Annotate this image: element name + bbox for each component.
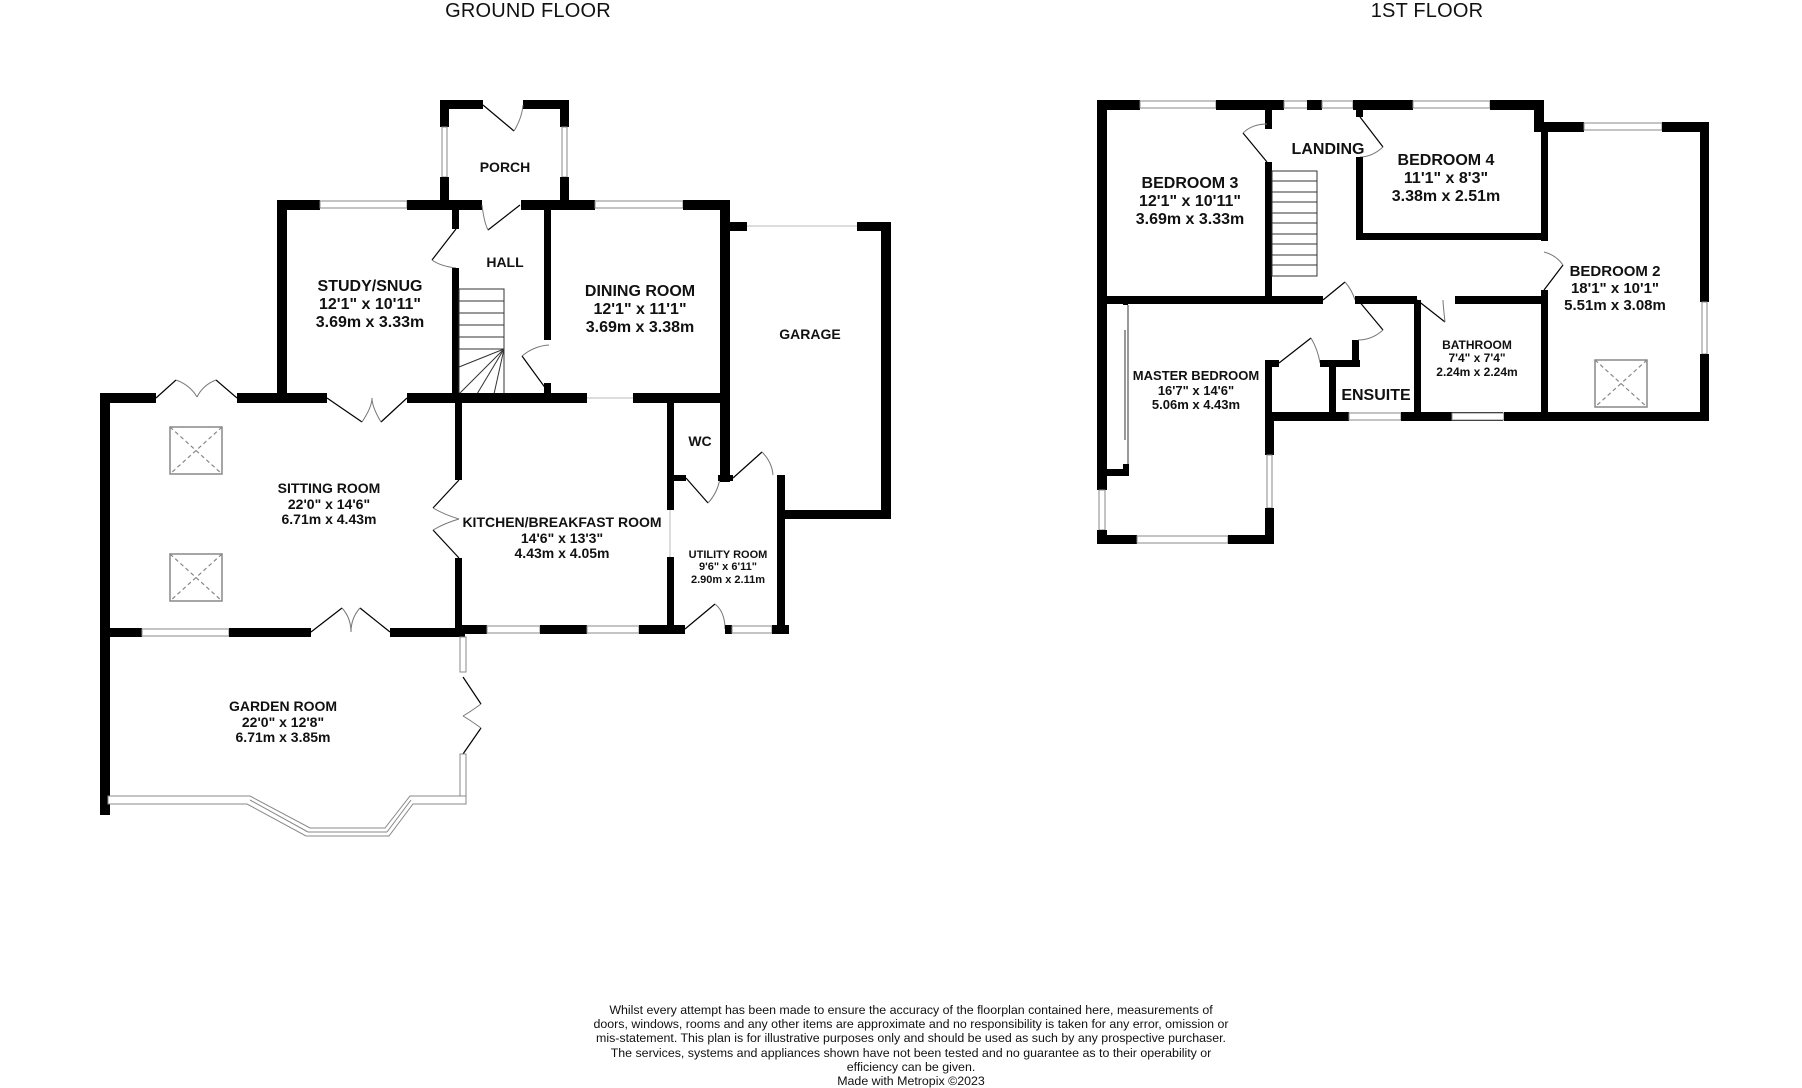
room-utility: UTILITY ROOM 9'6" x 6'11" 2.90m x 2.11m	[689, 549, 768, 586]
room-master-bedroom: MASTER BEDROOM 16'7" x 14'6" 5.06m x 4.4…	[1132, 368, 1260, 413]
room-name: DINING ROOM	[584, 283, 696, 300]
room-kitchen: KITCHEN/BREAKFAST ROOM 14'6" x 13'3" 4.4…	[462, 514, 662, 562]
window-icon	[107, 795, 467, 837]
room-dimensions-metric: 3.69m x 3.38m	[585, 318, 695, 336]
stairs-icon	[458, 288, 505, 395]
room-wc: WC	[688, 433, 712, 450]
room-sitting: SITTING ROOM 22'0" x 14'6" 6.71m x 4.43m	[277, 480, 381, 528]
skylight-icon	[1594, 359, 1648, 408]
room-study: STUDY/SNUG 12'1" x 10'11" 3.69m x 3.33m	[316, 278, 425, 332]
room-dimensions-imperial: 14'6" x 13'3"	[520, 529, 604, 546]
ground-floor-plan	[100, 100, 891, 837]
credit-text: Made with Metropix ©2023	[837, 1074, 985, 1088]
room-dimensions-imperial: 18'1" x 10'1"	[1570, 279, 1660, 297]
room-dimensions-imperial: 12'1" x 10'11"	[1139, 192, 1241, 210]
disclaimer-text: Whilst every attempt has been made to en…	[593, 1003, 1229, 1074]
window-icon	[1266, 454, 1273, 509]
window-icon	[486, 625, 541, 634]
window-icon	[1136, 535, 1229, 544]
room-name: KITCHEN/BREAKFAST ROOM	[462, 514, 662, 530]
disclaimer: Whilst every attempt has been made to en…	[591, 1003, 1231, 1088]
room-garage: GARAGE	[779, 326, 841, 343]
window-icon	[1412, 100, 1491, 109]
room-ensuite: ENSUITE	[1341, 387, 1410, 405]
room-name: WC	[688, 433, 712, 449]
window-icon	[1348, 412, 1402, 421]
room-dimensions-imperial: 22'0" x 12'8"	[241, 713, 325, 730]
room-dimensions-metric: 2.24m x 2.24m	[1436, 364, 1518, 379]
room-dimensions-metric: 3.69m x 3.33m	[1135, 210, 1245, 228]
ground-top-walls	[277, 200, 891, 518]
room-dimensions-metric: 5.06m x 4.43m	[1151, 397, 1241, 413]
room-name: GARDEN ROOM	[228, 698, 338, 714]
room-name: HALL	[486, 254, 524, 270]
room-bathroom: BATHROOM 7'4" x 7'4" 2.24m x 2.24m	[1436, 338, 1518, 379]
room-name: GARAGE	[779, 326, 841, 342]
room-name: ENSUITE	[1341, 387, 1411, 404]
room-dimensions-imperial: 7'4" x 7'4"	[1448, 351, 1506, 366]
room-bedroom-4: BEDROOM 4 11'1" x 8'3" 3.38m x 2.51m	[1392, 152, 1501, 206]
room-name: STUDY/SNUG	[317, 278, 423, 295]
window-icon	[319, 200, 408, 209]
door-swing-icon	[482, 104, 515, 132]
room-name: SITTING ROOM	[277, 480, 381, 496]
room-bedroom-3: BEDROOM 3 12'1" x 10'11" 3.69m x 3.33m	[1136, 175, 1245, 229]
first-floor-plan	[1097, 100, 1709, 544]
window-icon	[1098, 489, 1106, 531]
window-icon	[1321, 100, 1354, 109]
window-icon	[1583, 122, 1663, 131]
stairs-icon	[1271, 170, 1318, 277]
room-name: UTILITY ROOM	[688, 549, 768, 561]
room-dimensions-imperial: 9'6" x 6'11"	[699, 561, 757, 574]
window-icon	[586, 625, 640, 634]
room-name: BATHROOM	[1442, 338, 1512, 352]
room-garden: GARDEN ROOM 22'0" x 12'8" 6.71m x 3.85m	[228, 698, 338, 746]
room-dimensions-imperial: 12'1" x 11'1"	[593, 300, 687, 318]
skylight-icon	[169, 553, 223, 602]
room-name: BEDROOM 4	[1397, 152, 1495, 169]
room-porch: PORCH	[479, 159, 531, 176]
room-dining: DINING ROOM 12'1" x 11'1" 3.69m x 3.38m	[585, 283, 695, 337]
window-icon	[731, 625, 773, 634]
room-dimensions-metric: 3.38m x 2.51m	[1391, 187, 1501, 205]
room-dimensions-imperial: 16'7" x 14'6"	[1157, 382, 1235, 398]
room-dimensions-metric: 3.69m x 3.33m	[315, 313, 425, 331]
room-hall: HALL	[486, 254, 524, 271]
room-dimensions-imperial: 12'1" x 10'11"	[319, 295, 421, 313]
room-name: PORCH	[479, 159, 531, 175]
window-icon	[1701, 301, 1708, 355]
window-icon	[1451, 412, 1505, 421]
room-dimensions-metric: 4.43m x 4.05m	[514, 545, 610, 562]
room-dimensions-metric: 6.71m x 4.43m	[281, 511, 377, 528]
room-dimensions-imperial: 11'1" x 8'3"	[1403, 169, 1489, 187]
room-name: BEDROOM 3	[1141, 175, 1239, 192]
room-bedroom-2: BEDROOM 2 18'1" x 10'1" 5.51m x 3.08m	[1564, 263, 1666, 314]
room-dimensions-metric: 5.51m x 3.08m	[1564, 296, 1666, 314]
room-dimensions-metric: 6.71m x 3.85m	[235, 729, 331, 746]
room-name: LANDING	[1291, 141, 1365, 158]
skylight-icon	[169, 426, 223, 475]
window-icon	[441, 126, 448, 178]
window-icon	[459, 636, 467, 673]
window-icon	[594, 200, 684, 209]
window-icon	[141, 628, 230, 637]
room-name: BEDROOM 2	[1569, 263, 1661, 280]
ground-floor-title: GROUND FLOOR	[445, 0, 611, 22]
ground-mid-walls	[100, 379, 730, 423]
window-icon	[561, 126, 568, 178]
porch-walls	[440, 100, 569, 207]
garden-room-walls	[100, 630, 482, 837]
room-name: MASTER BEDROOM	[1132, 368, 1260, 383]
window-icon	[1139, 100, 1217, 109]
room-dimensions-metric: 2.90m x 2.11m	[690, 573, 766, 586]
room-landing: LANDING	[1292, 141, 1365, 159]
room-dimensions-imperial: 22'0" x 14'6"	[287, 495, 371, 512]
first-floor-title: 1ST FLOOR	[1370, 0, 1484, 22]
